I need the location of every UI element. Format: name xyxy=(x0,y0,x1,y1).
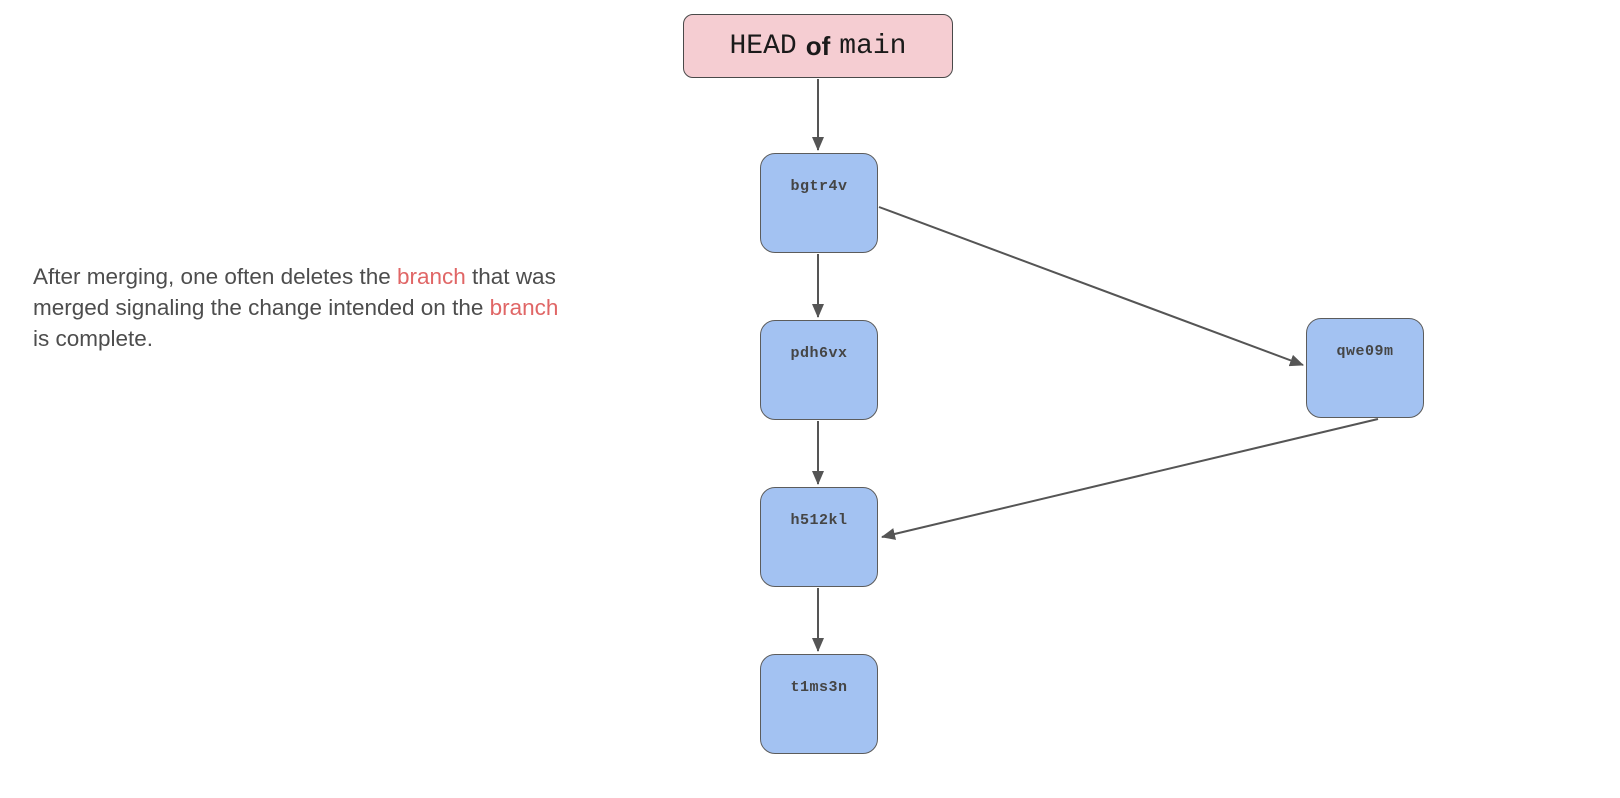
commit-node-h512kl: h512kl xyxy=(760,487,878,587)
caption-segment: After merging, one often deletes the xyxy=(33,263,397,289)
caption-segment: that was merged signaling the change int… xyxy=(33,263,556,320)
edge-bgtr4v-to-qwe09m xyxy=(878,206,1304,367)
commit-label: t1ms3n xyxy=(790,679,848,696)
caption-segment: is complete. xyxy=(33,325,154,351)
head-label-main: main xyxy=(839,30,907,62)
caption-text: After merging, one often deletes the bra… xyxy=(33,261,578,354)
head-label-of: of xyxy=(805,30,831,61)
head-label-head: HEAD xyxy=(729,30,797,62)
edge-qwe09m-to-h512kl xyxy=(881,418,1379,540)
commit-label: pdh6vx xyxy=(790,345,848,362)
commit-node-qwe09m: qwe09m xyxy=(1306,318,1424,418)
commit-node-t1ms3n: t1ms3n xyxy=(760,654,878,754)
head-pointer-box: HEAD of main xyxy=(683,14,953,78)
commit-label: qwe09m xyxy=(1336,343,1394,360)
commit-node-bgtr4v: bgtr4v xyxy=(760,153,878,253)
caption-branch-highlight: branch xyxy=(489,294,559,320)
commit-node-pdh6vx: pdh6vx xyxy=(760,320,878,420)
caption-branch-highlight: branch xyxy=(396,263,466,289)
commit-label: h512kl xyxy=(790,512,848,529)
commit-label: bgtr4v xyxy=(790,178,848,195)
